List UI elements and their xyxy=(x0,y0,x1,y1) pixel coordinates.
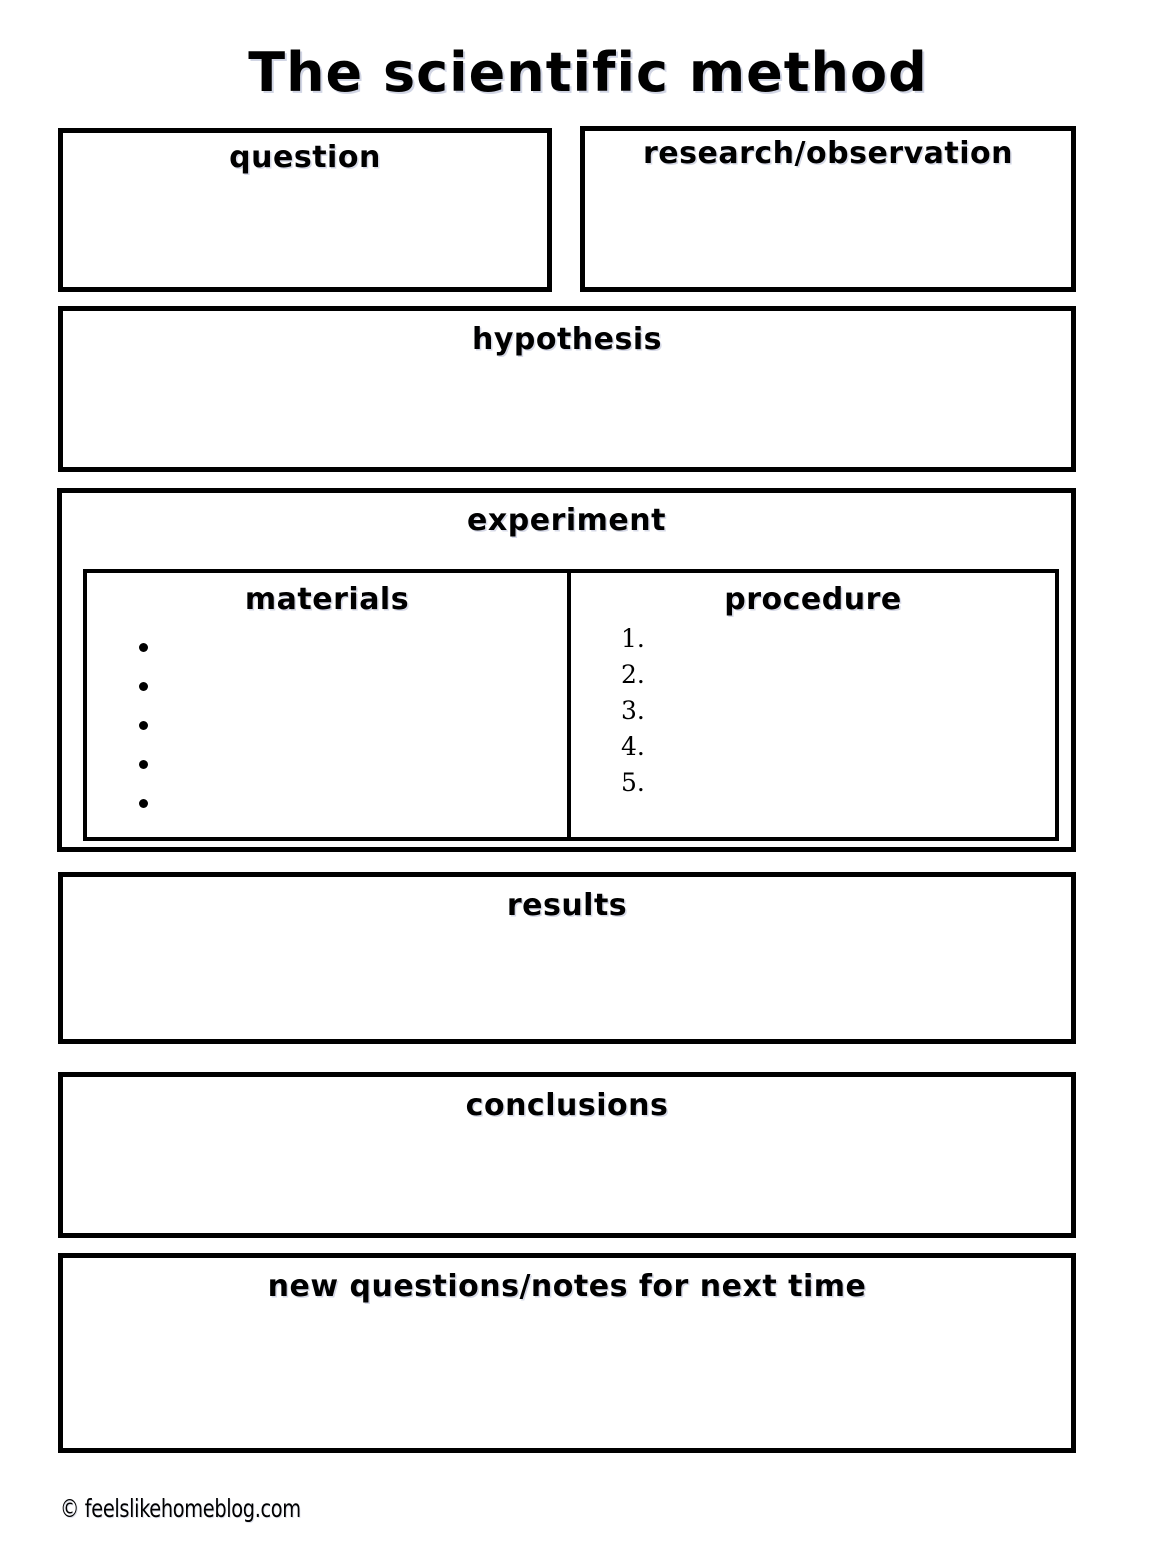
question-box[interactable]: question xyxy=(58,128,552,292)
new-questions-box-title: new questions/notes for next time xyxy=(267,1269,867,1304)
bullet-icon xyxy=(139,682,148,691)
conclusions-box[interactable]: conclusions xyxy=(58,1072,1076,1238)
hypothesis-box-title: hypothesis xyxy=(471,322,663,357)
bullet-icon xyxy=(139,760,148,769)
page-title: The scientific method xyxy=(248,41,928,104)
list-item[interactable]: 1. xyxy=(621,624,645,653)
procedure-column-title: procedure xyxy=(724,582,902,617)
list-item[interactable]: 2. xyxy=(621,660,645,689)
research-observation-box[interactable]: research/observation xyxy=(580,126,1076,292)
list-item[interactable] xyxy=(87,783,567,822)
materials-column-title: materials xyxy=(244,582,410,617)
list-item[interactable] xyxy=(87,627,567,666)
experiment-box-title: experiment xyxy=(467,503,666,538)
materials-list xyxy=(87,627,567,822)
list-item[interactable]: 5. xyxy=(621,768,645,797)
list-item[interactable] xyxy=(87,744,567,783)
bullet-icon xyxy=(139,643,148,652)
conclusions-box-title: conclusions xyxy=(465,1088,669,1123)
experiment-inner-frame: materials xyxy=(83,569,1059,841)
list-item[interactable]: 4. xyxy=(621,732,645,761)
question-box-title: question xyxy=(229,140,381,175)
bullet-icon xyxy=(139,799,148,808)
new-questions-box[interactable]: new questions/notes for next time xyxy=(58,1253,1076,1453)
hypothesis-box[interactable]: hypothesis xyxy=(58,306,1076,472)
procedure-list: 1. 2. 3. 4. 5. xyxy=(571,621,1055,801)
results-box-title: results xyxy=(506,888,628,923)
footer-credit: © feelslikehomeblog.com xyxy=(60,1494,301,1523)
procedure-column[interactable]: procedure 1. 2. 3. 4. 5. xyxy=(571,573,1055,837)
list-item[interactable] xyxy=(87,705,567,744)
materials-column[interactable]: materials xyxy=(87,573,571,837)
research-observation-box-title: research/observation xyxy=(643,136,1013,171)
experiment-box[interactable]: experiment materials xyxy=(57,488,1076,852)
list-item[interactable]: 3. xyxy=(621,696,645,725)
list-item[interactable] xyxy=(87,666,567,705)
bullet-icon xyxy=(139,721,148,730)
results-box[interactable]: results xyxy=(58,872,1076,1044)
